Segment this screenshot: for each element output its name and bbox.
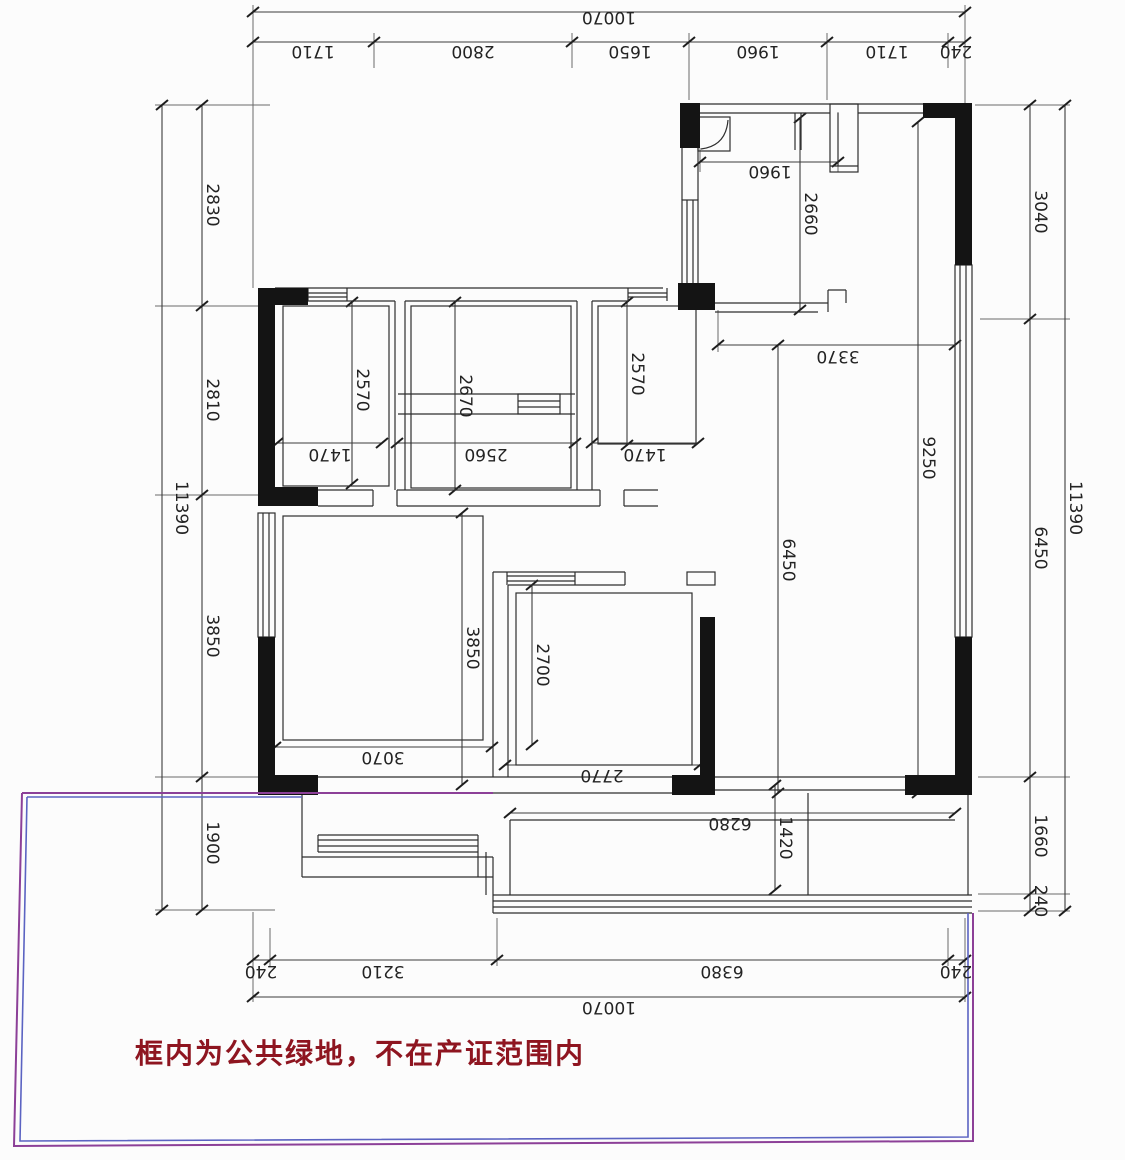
dim-kitchen-width: 1960	[748, 161, 791, 181]
dim-top-seg4: 1710	[865, 41, 908, 61]
dim-right-depth: 9250	[918, 436, 938, 479]
dim-balcony-width: 6280	[708, 813, 751, 833]
green-space-frame-outer	[12, 792, 974, 1148]
green-space-frame-inner	[19, 796, 969, 1142]
extension-lines	[155, 5, 1070, 1002]
dim-top-seg0: 1710	[291, 41, 334, 61]
dim-left-seg1: 2810	[202, 378, 222, 421]
dim-bottom-seg3: 240	[940, 961, 972, 981]
dim-living-depth: 6450	[778, 538, 798, 581]
dim-right-seg3: 240	[1030, 885, 1050, 917]
dim-study-depth: 3850	[462, 626, 482, 669]
dim-bed4-depth: 2700	[532, 643, 552, 686]
dim-study-width: 3070	[361, 747, 404, 767]
dim-right-seg2: 1660	[1030, 814, 1050, 857]
dim-bed1-depth: 2570	[352, 368, 372, 411]
dim-hall-width: 3370	[816, 346, 859, 366]
dim-top-seg5: 240	[940, 41, 972, 61]
solid-walls	[258, 103, 972, 795]
dim-right-seg0: 3040	[1030, 190, 1050, 233]
dim-left-total: 11390	[171, 481, 191, 535]
dimension-labels: 10070 1710 2800 1650 1960 1710 240 240 3…	[171, 7, 1085, 1017]
dim-bed4-width: 2770	[580, 765, 623, 785]
dim-bed1-width: 1470	[308, 444, 351, 464]
dim-bed3-width: 1470	[623, 444, 666, 464]
dim-top-seg2: 1650	[608, 41, 651, 61]
green-space-note: 框内为公共绿地，不在产证范围内	[135, 1037, 585, 1070]
dim-top-total: 10070	[582, 7, 636, 27]
dim-bottom-seg2: 6380	[700, 961, 743, 981]
dim-top-seg1: 2800	[451, 41, 494, 61]
dim-bottom-seg1: 3210	[361, 961, 404, 981]
dim-right-seg1: 6450	[1030, 526, 1050, 569]
dim-bottom-seg0: 240	[245, 961, 277, 981]
dim-left-seg0: 2830	[202, 183, 222, 226]
dim-bed2-width: 2560	[464, 444, 507, 464]
dim-left-seg3: 1900	[202, 821, 222, 864]
dim-balcony-depth: 1420	[775, 816, 795, 859]
dim-bed2-depth: 2670	[455, 374, 475, 417]
dim-left-seg2: 3850	[202, 614, 222, 657]
dim-bed3-depth: 2570	[627, 352, 647, 395]
thin-walls-and-fixtures	[257, 103, 973, 914]
dim-right-total: 11390	[1065, 481, 1085, 535]
dim-bottom-total: 10070	[582, 997, 636, 1017]
dim-kitchen-depth: 2660	[800, 192, 820, 235]
dim-top-seg3: 1960	[736, 41, 779, 61]
